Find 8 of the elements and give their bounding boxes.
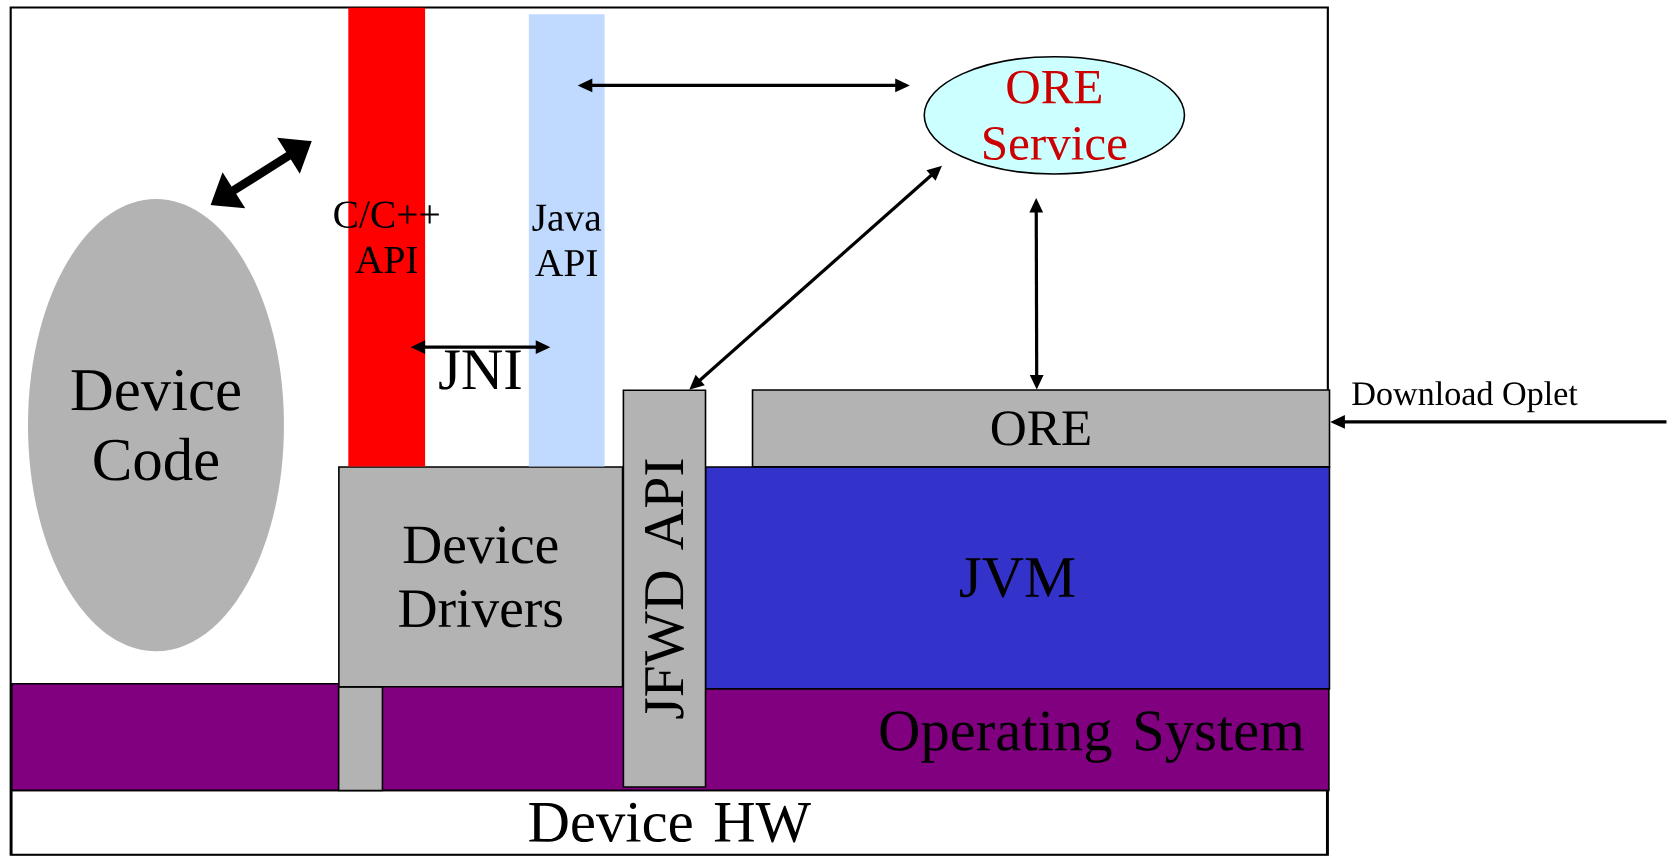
api-layer-box: JFWD API [622, 389, 707, 788]
layer-band: Device HW [10, 789, 1328, 856]
layer-box: JVM [704, 466, 1331, 690]
api-bar: Java API [528, 14, 605, 467]
layer-box: ORE [751, 389, 1331, 468]
layer-box: Device Drivers [337, 466, 624, 792]
edge-label: Download Oplet [1352, 381, 1578, 413]
edge-label: JNI [439, 350, 521, 390]
